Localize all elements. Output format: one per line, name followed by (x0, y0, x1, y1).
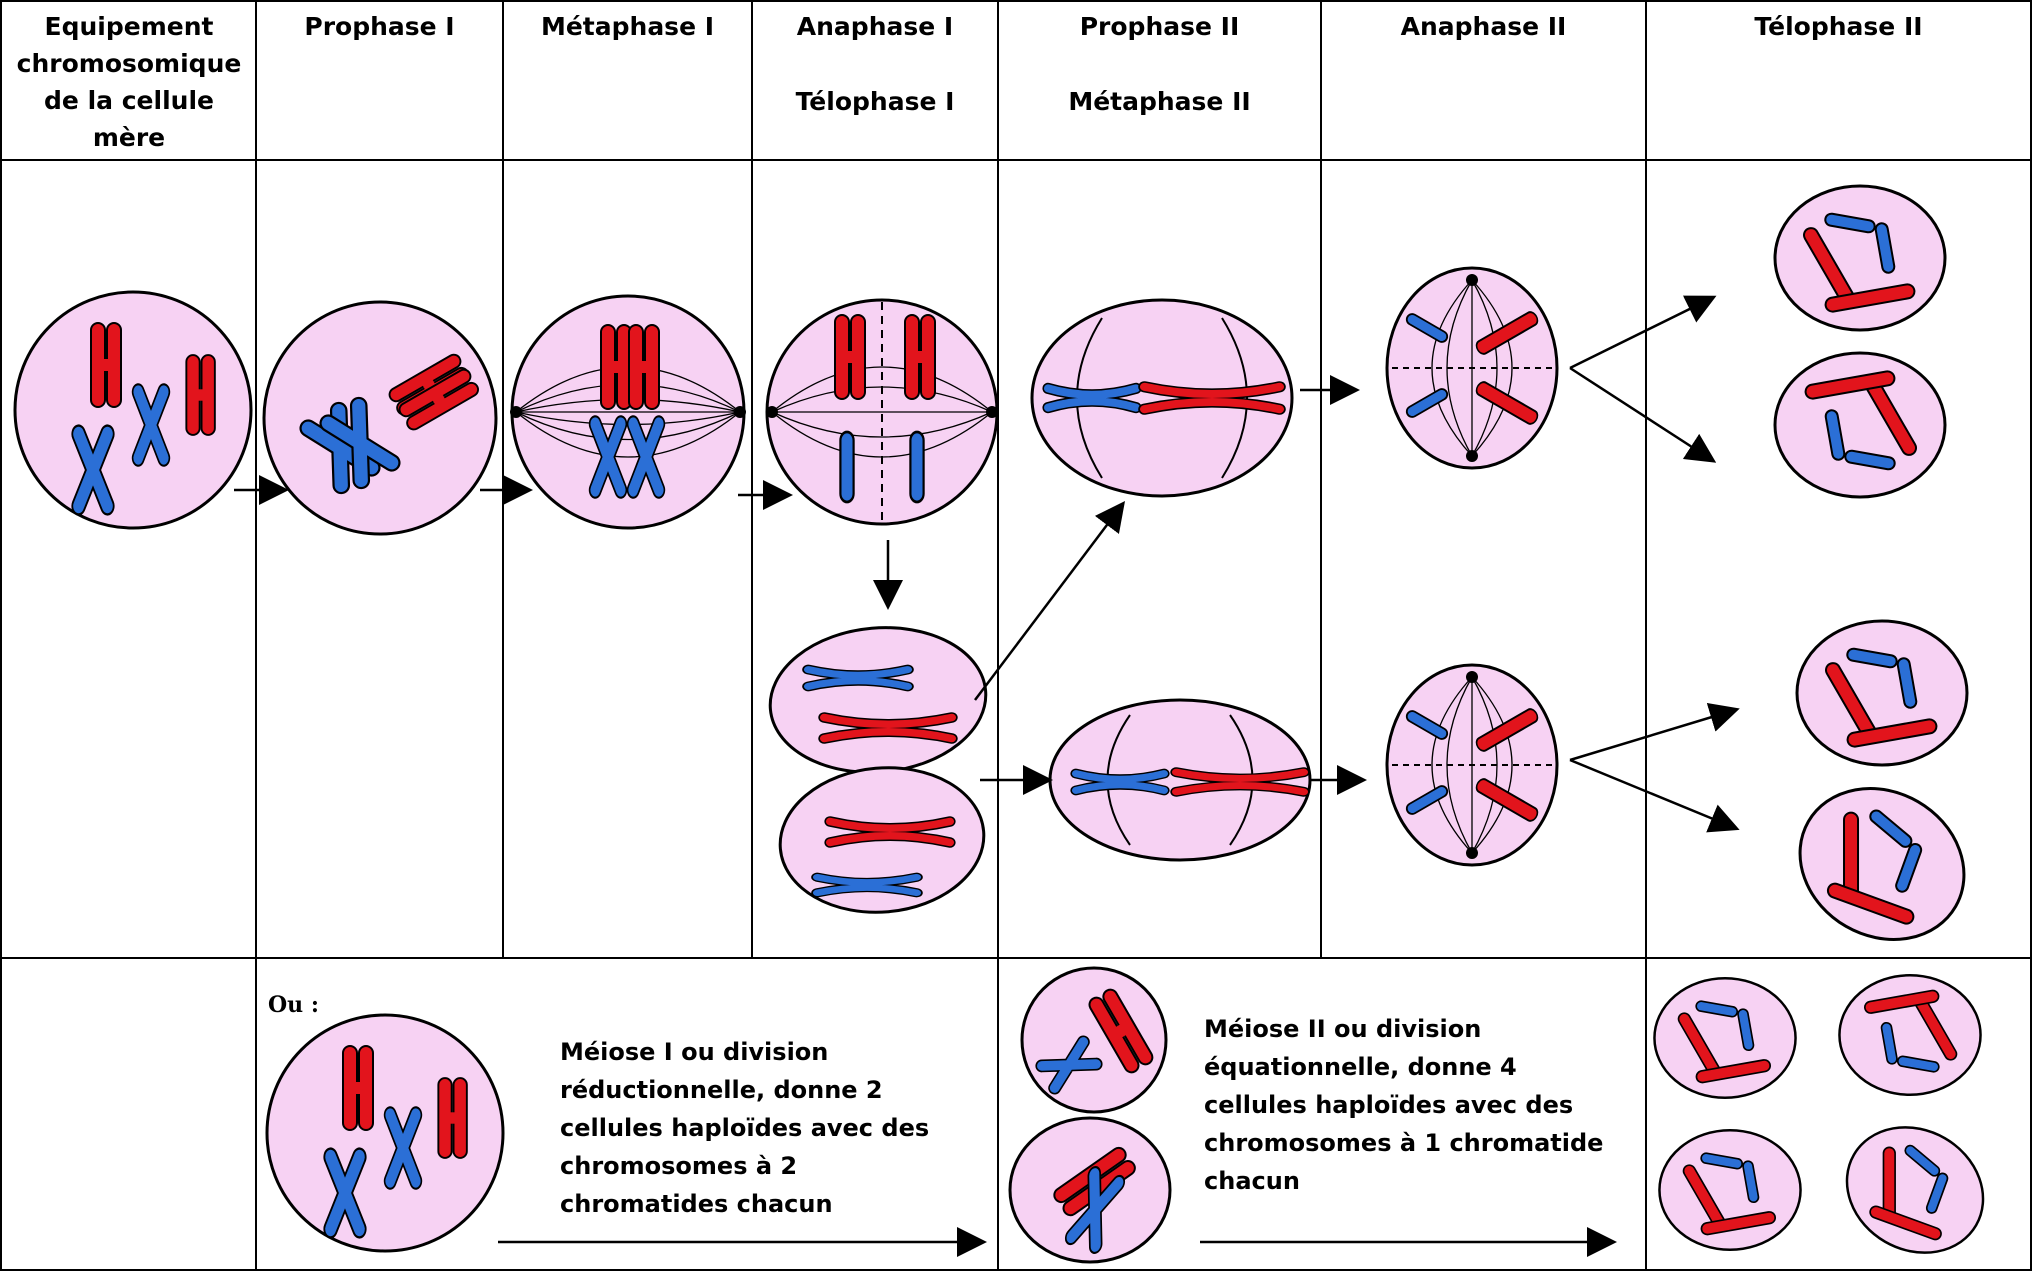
bottom-haploid-4 (1824, 1103, 2006, 1271)
meiosis-2-note: Méiose II ou division équationnelle, don… (1204, 1010, 1624, 1200)
prophase-1-cell (264, 302, 496, 534)
header-anaphase-2: Anaphase II (1321, 8, 1646, 45)
bottom-telophase-1-cell-top (1022, 968, 1166, 1112)
header-telophase-2: Télophase II (1646, 8, 2031, 45)
anaphase-2-cell-top (1387, 268, 1557, 468)
telophase-1-cell-top (764, 619, 992, 781)
header-mother-cell: Equipement chromosomique de la cellule m… (2, 8, 256, 156)
metaphase-1-cell (510, 296, 746, 528)
or-label: Ou : (268, 992, 319, 1018)
header-telophase-1: Télophase I (752, 83, 998, 120)
telophase-2-cell-4 (1772, 759, 1991, 969)
header-prophase-2: Prophase II (998, 8, 1321, 45)
anaphase-2-cell-bottom (1387, 665, 1557, 865)
telophase-2-cell-1 (1775, 186, 1945, 330)
metaphase-2-cell-top (1032, 300, 1292, 496)
bottom-haploid-3 (1659, 1130, 1800, 1250)
telophase-2-cell-3 (1797, 621, 1967, 765)
header-metaphase-2: Métaphase II (998, 83, 1321, 120)
bottom-mother-cell (267, 1015, 503, 1251)
bottom-haploid-1 (1654, 978, 1795, 1098)
meiosis-1-note: Méiose I ou division réductionnelle, don… (560, 1033, 970, 1223)
mother-cell (15, 292, 251, 528)
bottom-telophase-1-cell-bottom (1010, 1118, 1170, 1262)
header-anaphase-1: Anaphase I (752, 8, 998, 45)
anaphase-1-cell (766, 300, 998, 524)
header-metaphase-1: Métaphase I (503, 8, 752, 45)
bottom-haploid-2 (1839, 975, 1980, 1095)
telophase-2-cell-2 (1775, 353, 1945, 497)
header-prophase-1: Prophase I (256, 8, 503, 45)
telophase-1-cell-bottom (774, 759, 990, 920)
metaphase-2-cell-bottom (1050, 700, 1310, 860)
